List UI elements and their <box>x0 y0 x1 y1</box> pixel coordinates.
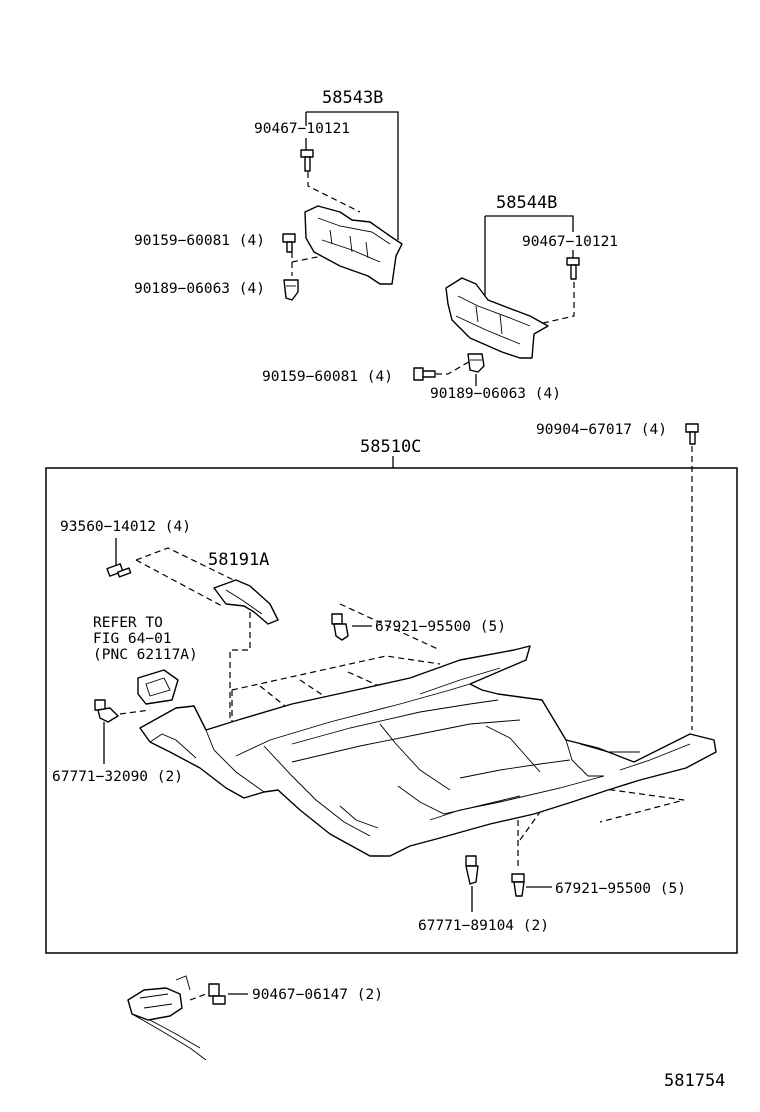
nut-icon <box>208 983 226 1005</box>
label-90467-10121-top[interactable]: 90467−10121 <box>254 121 350 137</box>
label-67771-32090[interactable]: 67771−32090 (2) <box>52 769 183 785</box>
clip-icon <box>511 873 525 897</box>
bolt-icon <box>566 257 580 280</box>
figure-code: 581754 <box>664 1071 725 1091</box>
bracket-58544b-group: 58544B 90467−10121 90159−60081 (4) 90189… <box>262 193 618 402</box>
bracket-58543b-part <box>304 205 403 285</box>
label-58543b[interactable]: 58543B <box>322 88 383 108</box>
bolt-icon <box>282 233 296 253</box>
bracket-58543b-group: 58543B 90467−10121 90159−60081 (4) 90189… <box>134 88 403 301</box>
refer-note-line2[interactable]: FIG 64−01 <box>93 631 172 647</box>
bracket-58544b-part <box>445 277 549 359</box>
bolt-icon <box>413 367 436 381</box>
label-67921-95500-top[interactable]: 67921−95500 (5) <box>375 619 506 635</box>
label-58191a[interactable]: 58191A <box>208 550 269 570</box>
clip-icon <box>94 699 119 723</box>
label-90189-06063-a[interactable]: 90189−06063 (4) <box>134 281 265 297</box>
carpet-assembly-58510c: 58510C 93560−14012 (4) 58191A REFER TO F… <box>45 437 738 954</box>
label-67771-89104[interactable]: 67771−89104 (2) <box>418 918 549 934</box>
clip-icon <box>331 613 349 641</box>
screw-icon <box>685 423 699 445</box>
clip-nut-icon <box>283 279 299 301</box>
label-90467-10121-right[interactable]: 90467−10121 <box>522 234 618 250</box>
label-58510c[interactable]: 58510C <box>360 437 421 457</box>
pad-62117a-part <box>137 669 179 705</box>
screw-icon <box>106 563 132 578</box>
refer-note-line3[interactable]: (PNC 62117A) <box>93 647 198 663</box>
label-90159-60081-a[interactable]: 90159−60081 (4) <box>134 233 265 249</box>
label-58544b[interactable]: 58544B <box>496 193 557 213</box>
nut-90467-06147-group: 90467−06147 (2) <box>127 975 383 1061</box>
label-67921-95500-bottom[interactable]: 67921−95500 (5) <box>555 881 686 897</box>
clip-icon <box>465 855 479 885</box>
retainer-bracket-part <box>127 975 207 1061</box>
bracket-58191a-part <box>213 579 279 625</box>
clip-nut-icon <box>467 353 485 373</box>
label-93560-14012[interactable]: 93560−14012 (4) <box>60 519 191 535</box>
refer-note-line1[interactable]: REFER TO <box>93 615 163 631</box>
assembly-frame <box>45 467 738 954</box>
label-90159-60081-b[interactable]: 90159−60081 (4) <box>262 369 393 385</box>
screw-90904-group: 90904−67017 (4) <box>536 422 699 730</box>
label-90467-06147[interactable]: 90467−06147 (2) <box>252 987 383 1003</box>
floor-carpet-part <box>139 645 717 857</box>
bolt-icon <box>300 149 314 172</box>
label-90189-06063-b[interactable]: 90189−06063 (4) <box>430 386 561 402</box>
label-90904-67017[interactable]: 90904−67017 (4) <box>536 422 667 438</box>
